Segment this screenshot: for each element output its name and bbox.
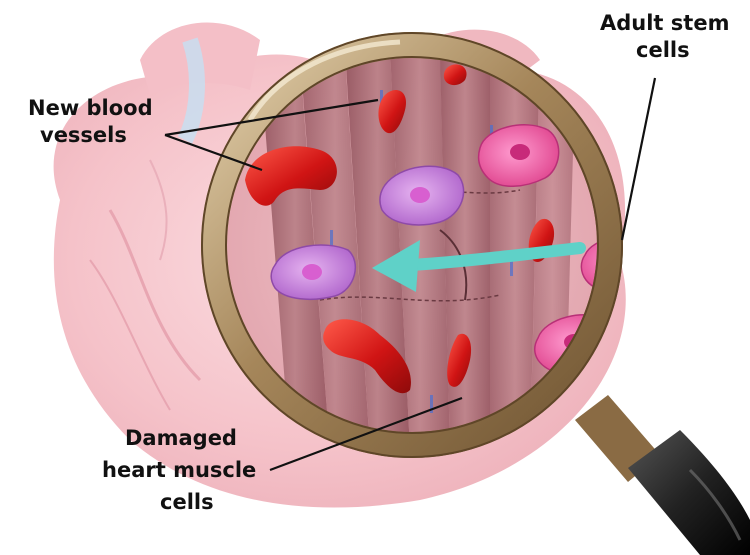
label-damaged-heart-muscle-cells: Damaged heart muscle cells	[102, 426, 256, 514]
svg-text:vessels: vessels	[40, 123, 127, 147]
magnifier-handle	[575, 395, 750, 555]
svg-text:cells: cells	[636, 38, 690, 62]
pink-stem-cell	[479, 125, 559, 186]
label-adult-stem-cells: Adult stem cells	[600, 11, 729, 62]
svg-text:New blood: New blood	[28, 96, 153, 120]
svg-text:Damaged: Damaged	[125, 426, 237, 450]
svg-text:Adult stem: Adult stem	[600, 11, 729, 35]
pointer-adult-stem-cells	[622, 78, 655, 240]
svg-text:cells: cells	[160, 490, 214, 514]
svg-text:heart muscle: heart muscle	[102, 458, 256, 482]
